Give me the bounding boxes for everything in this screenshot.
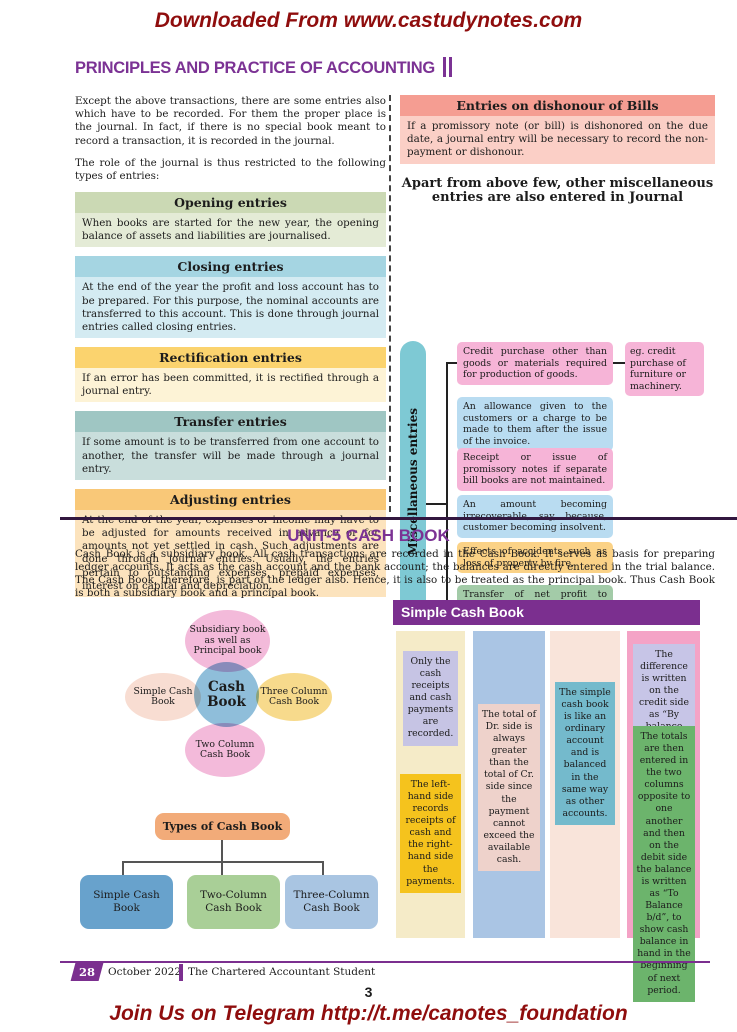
- journal-left-column: Except the above transactions, there are…: [75, 95, 386, 597]
- card-title: Rectification entries: [75, 347, 386, 369]
- card-title: Entries on dishonour of Bills: [400, 95, 715, 116]
- panel-note: The total of Dr. side is always greater …: [478, 704, 540, 872]
- bubble-cash-book-center: Cash Book: [194, 662, 259, 727]
- card-body: At the end of the year the profit and lo…: [75, 277, 386, 339]
- misc-item: Effects of accidents such as loss of pro…: [457, 542, 613, 574]
- tree-line-child3: [322, 861, 324, 875]
- cash-book-bubble-diagram: Subsidiary book as well as Principal boo…: [90, 605, 390, 790]
- misc-item: Credit purchase other than goods or mate…: [457, 342, 613, 385]
- card-title: Adjusting entries: [75, 488, 386, 510]
- footer-date: October 2022: [108, 966, 182, 978]
- simple-cash-book-panel: Simple Cash Book Only the cash receipts …: [393, 600, 700, 1002]
- connector-middle: [426, 503, 447, 506]
- card-body: At the end of the year, expenses or inco…: [75, 509, 386, 597]
- unit5-intro-paragraph: Cash Book is a subsidiary book. All cash…: [75, 548, 715, 600]
- card-title: Transfer entries: [75, 411, 386, 433]
- card-dishonour-bills: Entries on dishonour of Bills If a promi…: [400, 95, 715, 164]
- unit5-title: UNIT-5 CASH BOOK: [287, 526, 450, 545]
- card-opening-entries: Opening entries When books are started f…: [75, 192, 386, 248]
- panel-note: The totals are then entered in the two c…: [633, 726, 695, 1002]
- card-adjusting-entries: Adjusting entries At the end of the year…: [75, 488, 386, 597]
- misc-example-box: eg. credit purchase of furniture or mach…: [625, 342, 704, 397]
- card-title: Opening entries: [75, 192, 386, 214]
- connector-top: [446, 362, 457, 365]
- misc-item: An amount becoming irrecoverable, say, b…: [457, 495, 613, 538]
- connector-example: [613, 362, 625, 365]
- telegram-link[interactable]: Join Us on Telegram http://t.me/canotes_…: [109, 1002, 628, 1025]
- castudynotes-link[interactable]: Downloaded From www.castudynotes.com: [154, 9, 583, 32]
- journal-intro-paragraph: Except the above transactions, there are…: [75, 95, 386, 147]
- page-title-text: PRINCIPLES AND PRACTICE OF ACCOUNTING: [75, 59, 435, 77]
- bubble-subsidiary-principal: Subsidiary book as well as Principal boo…: [185, 610, 270, 672]
- card-title: Closing entries: [75, 256, 386, 278]
- footer-rule: [60, 961, 710, 963]
- card-body: If an error has been committed, it is re…: [75, 368, 386, 403]
- misc-item: Receipt or issue of promissory notes if …: [457, 448, 613, 491]
- bubble-two-column: Two Column Cash Book: [185, 723, 265, 777]
- card-rectification-entries: Rectification entries If an error has be…: [75, 347, 386, 403]
- double-bar-icon: [442, 57, 452, 77]
- footer-issue-number: 28: [78, 965, 95, 979]
- panel-title: Simple Cash Book: [393, 600, 700, 625]
- card-body: When books are started for the new year,…: [75, 213, 386, 248]
- footer-publication: The Chartered Accountant Student: [188, 966, 376, 978]
- card-body: If a promissory note (or bill) is dishon…: [400, 116, 715, 164]
- footer-separator-bar: [179, 964, 183, 981]
- tree-line-child1: [122, 861, 124, 875]
- page-title: PRINCIPLES AND PRACTICE OF ACCOUNTING: [75, 57, 452, 78]
- connector-spine: [446, 362, 448, 605]
- misc-item: An allowance given to the customers or a…: [457, 397, 613, 452]
- misc-entries-diagram: Miscellaneous entries Credit purchase ot…: [400, 211, 715, 623]
- journal-right-column: Entries on dishonour of Bills If a promi…: [400, 95, 715, 623]
- card-closing-entries: Closing entries At the end of the year t…: [75, 256, 386, 339]
- panel-note: The left-hand side records receipts of c…: [400, 774, 461, 893]
- footer-issue-badge: 28: [70, 963, 104, 981]
- column-divider: [389, 95, 391, 512]
- tree-node-three-column: Three-Column Cash Book: [285, 875, 378, 929]
- tree-line-child2: [221, 861, 223, 875]
- card-transfer-entries: Transfer entries If some amount is to be…: [75, 411, 386, 480]
- tree-line-root: [221, 840, 223, 861]
- tree-node-two-column: Two-Column Cash Book: [187, 875, 280, 929]
- tree-line-horizontal: [122, 861, 324, 863]
- tree-root: Types of Cash Book: [155, 813, 290, 840]
- panel-note: Only the cash receipts and cash payments…: [403, 651, 458, 746]
- card-body: If some amount is to be transferred from…: [75, 432, 386, 480]
- page-number: 3: [364, 984, 373, 1000]
- bubble-three-column: Three Column Cash Book: [256, 673, 332, 721]
- panel-note: The simple cash book is like an ordinary…: [555, 682, 615, 825]
- misc-entries-heading: Apart from above few, other miscellaneou…: [401, 175, 714, 206]
- journal-role-paragraph: The role of the journal is thus restrict…: [75, 156, 386, 182]
- types-of-cash-book-tree: Types of Cash Book Simple Cash Book Two-…: [75, 808, 385, 933]
- tree-node-simple: Simple Cash Book: [80, 875, 173, 929]
- misc-entries-label-box: Miscellaneous entries: [400, 341, 426, 623]
- bubble-simple-cash-book: Simple Cash Book: [125, 673, 201, 721]
- section-divider: [60, 517, 737, 520]
